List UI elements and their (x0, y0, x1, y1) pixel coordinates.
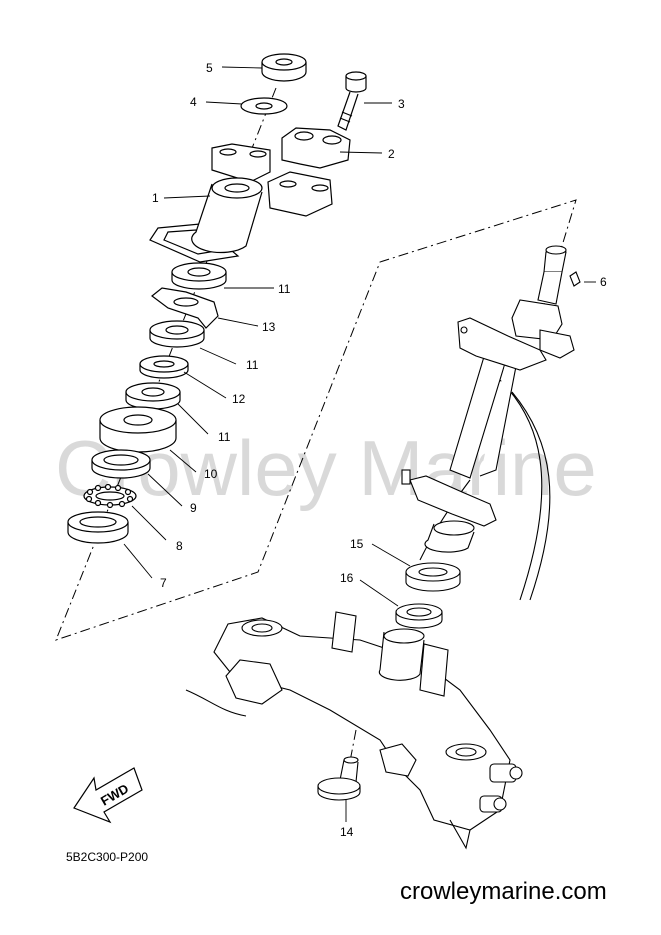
callout-7: 7 (160, 576, 167, 590)
part-8-bearing (83, 483, 137, 509)
callout-1: 1 (152, 191, 159, 205)
callout-11c: 11 (218, 430, 231, 444)
part-7-race (67, 511, 129, 544)
callout-labels: 5 4 3 2 1 6 11 13 11 12 11 10 9 8 7 15 1… (152, 61, 607, 839)
part-4-washer (240, 97, 288, 115)
callout-8: 8 (176, 539, 183, 553)
part-10-seal (99, 406, 177, 453)
callout-11b: 11 (246, 358, 259, 372)
part-13-lockplate (151, 287, 219, 329)
part-holder-right (267, 171, 333, 217)
part-holder-left (211, 143, 271, 183)
callout-4: 4 (190, 95, 197, 109)
diagram-code: 5B2C300-P200 (66, 850, 149, 864)
callout-12: 12 (232, 392, 246, 406)
callout-10: 10 (204, 467, 218, 481)
callout-5: 5 (206, 61, 213, 75)
upper-parts-stack (67, 53, 367, 544)
callout-14: 14 (340, 825, 354, 839)
site-name: crowleymarine.com (400, 878, 607, 905)
callout-2: 2 (388, 147, 395, 161)
part-12-washer (139, 355, 189, 379)
part-1-boss (149, 177, 263, 263)
part-6-pin (569, 271, 581, 287)
part-2-holder-upper (281, 127, 351, 169)
part-11-ring-a (171, 262, 227, 290)
callout-6: 6 (600, 275, 607, 289)
part-3-bolt (337, 71, 367, 131)
part-11-ring-c (125, 382, 181, 410)
part-11-ring-b (149, 320, 205, 348)
steering-stem-assembly (185, 245, 575, 850)
callout-13: 13 (262, 320, 276, 334)
part-5-nut (261, 53, 307, 82)
leader-lines (123, 66, 596, 822)
callout-11a: 11 (278, 282, 291, 296)
callout-15: 15 (350, 537, 364, 551)
part-9-race (91, 449, 151, 479)
callout-9: 9 (190, 501, 197, 515)
callout-16: 16 (340, 571, 354, 585)
fwd-arrow-icon: FWD (73, 767, 143, 824)
callout-3: 3 (398, 97, 405, 111)
